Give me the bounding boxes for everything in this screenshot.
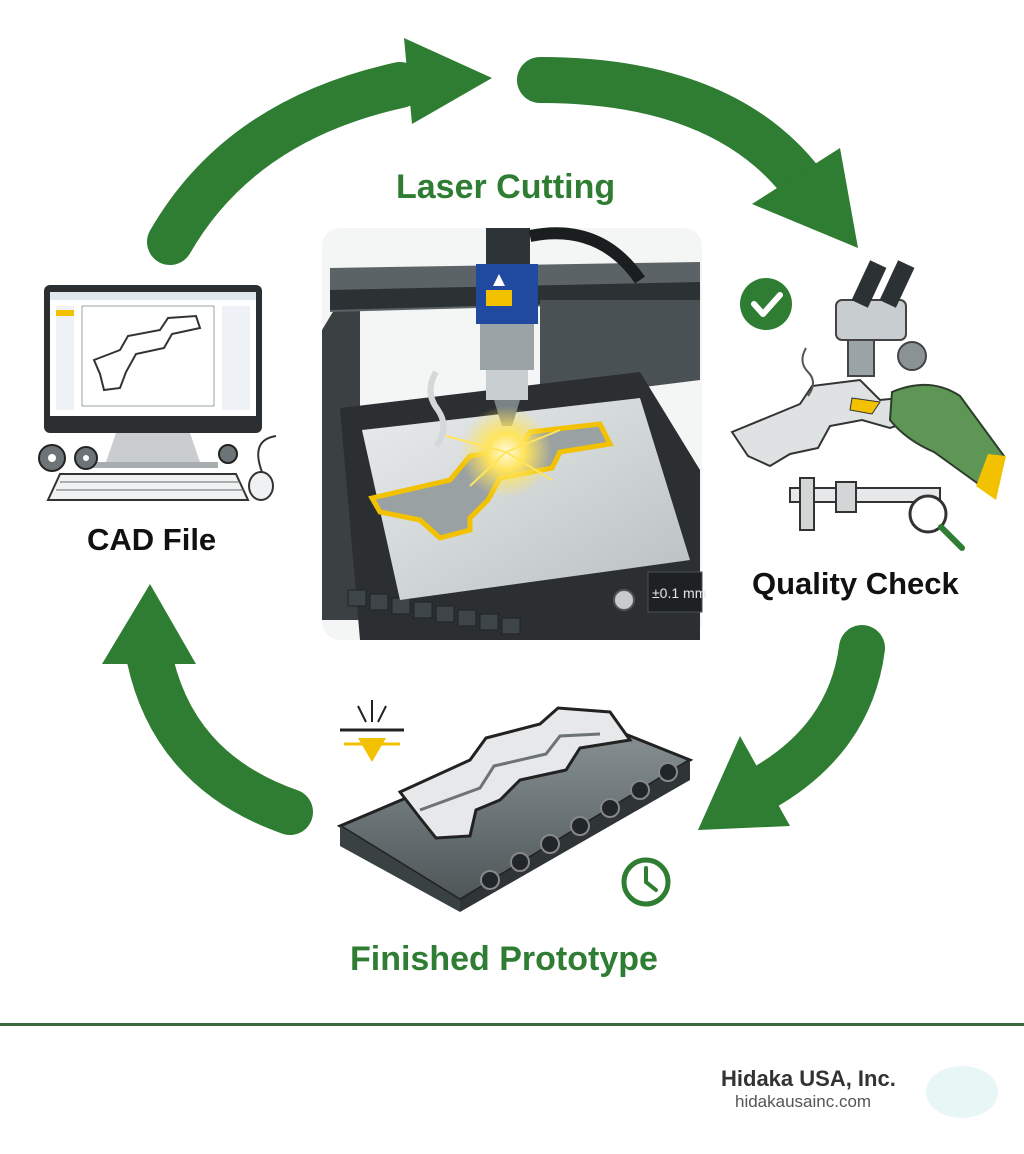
tolerance-readout: ±0.1 mm <box>652 585 706 601</box>
arrow-cad-to-laser <box>147 38 492 265</box>
footer-divider <box>0 1023 1024 1026</box>
arrow-quality-to-finished <box>698 625 885 830</box>
magnifier-icon <box>908 494 965 551</box>
step-label-laser-cutting: Laser Cutting <box>396 168 616 206</box>
laser-beam-icon <box>340 700 404 762</box>
laser-cutting-machine-illustration: ±0.1 mm <box>322 227 706 640</box>
quality-check-illustration <box>730 260 1006 551</box>
step-label-quality-check: Quality Check <box>752 566 959 601</box>
arrow-finished-to-cad <box>102 584 313 835</box>
gear-icon <box>38 444 238 472</box>
company-name: Hidaka USA, Inc. <box>721 1066 896 1091</box>
finished-prototype-illustration <box>336 700 694 912</box>
company-url[interactable]: hidakausainc.com <box>735 1092 872 1111</box>
cad-computer-illustration <box>38 285 277 501</box>
step-label-cad-file: CAD File <box>87 522 217 557</box>
clock-icon <box>621 857 671 907</box>
brand-logo <box>926 1066 998 1118</box>
check-icon <box>740 278 792 330</box>
mouse-icon <box>248 471 274 501</box>
step-label-finished-prototype: Finished Prototype <box>350 940 658 978</box>
arrow-laser-to-quality <box>517 57 858 248</box>
